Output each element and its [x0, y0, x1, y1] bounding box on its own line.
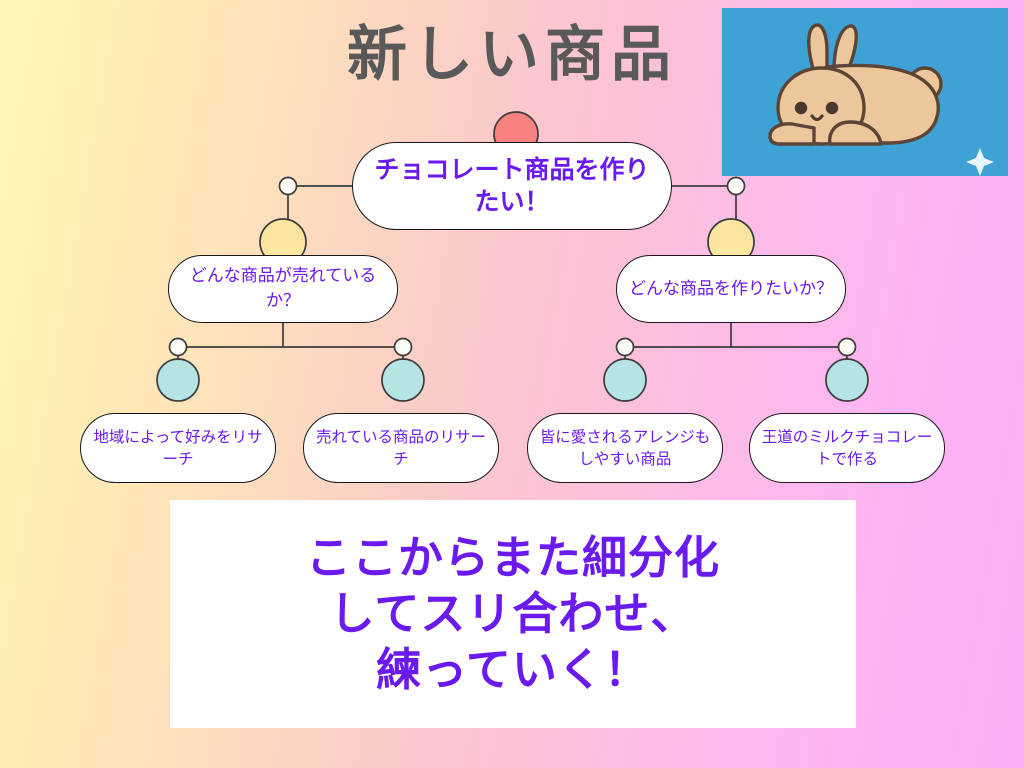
rabbit-face [794, 101, 839, 122]
rabbit-front-paw [768, 122, 816, 146]
joint-circle-l3-3 [615, 337, 635, 357]
tree-node-level2-left[interactable]: どんな商品が売れているか？ [168, 255, 398, 323]
joint-circle-l3-1 [168, 337, 188, 357]
callout-line-3: 練っていく！ [376, 642, 650, 696]
rabbit-ear-left [807, 23, 829, 74]
tree-node-level3-1[interactable]: 地域によって好みをリサーチ [80, 413, 276, 483]
tree-node-level3-3[interactable]: 皆に愛されるアレンジもしやすい商品 [527, 413, 723, 483]
level3-bullet-circle-3 [603, 358, 647, 402]
rabbit-illustration [722, 8, 1008, 176]
callout-panel: ここからまた細分化 してスリ合わせ、 練っていく！ [170, 500, 856, 728]
level3-bullet-circle-1 [156, 358, 200, 402]
joint-circle-l3-2 [393, 337, 413, 357]
rabbit-hind-leg [828, 120, 883, 146]
rabbit-ear-right [832, 24, 858, 72]
tree-node-root[interactable]: チョコレート商品を作りたい！ [352, 142, 672, 230]
rabbit-mouth [810, 114, 824, 122]
tree-node-level2-right[interactable]: どんな商品を作りたいか？ [616, 255, 846, 323]
level3-bullet-circle-2 [381, 358, 425, 402]
tree-node-root-label: チョコレート商品を作りたい！ [374, 154, 650, 217]
tree-node-level2-left-label: どんな商品が売れているか？ [189, 266, 377, 311]
tree-node-level3-2-label: 売れている商品のリサーチ [315, 427, 487, 468]
rabbit-eye-left [794, 101, 808, 115]
tree-node-level3-2[interactable]: 売れている商品のリサーチ [303, 413, 499, 483]
callout-line-1: ここからまた細分化 [305, 531, 720, 585]
joint-circle-left-l2 [278, 176, 298, 196]
tree-node-level3-4[interactable]: 王道のミルクチョコレートで作る [749, 413, 945, 483]
tree-node-level3-4-label: 王道のミルクチョコレートで作る [761, 427, 933, 468]
callout-line-2: してスリ合わせ、 [329, 587, 697, 641]
sparkle-icon [966, 148, 994, 176]
joint-circle-right-l2 [726, 176, 746, 196]
page-title: 新しい商品 [347, 20, 677, 90]
tree-node-level3-3-label: 皆に愛されるアレンジもしやすい商品 [539, 427, 711, 468]
level3-bullet-circle-4 [825, 358, 869, 402]
tree-node-level3-1-label: 地域によって好みをリサーチ [93, 427, 263, 468]
tree-node-level2-right-label: どんな商品を作りたいか？ [629, 278, 833, 299]
rabbit-figure [768, 23, 943, 146]
rabbit-eye-right [825, 101, 839, 115]
joint-circle-l3-4 [837, 337, 857, 357]
